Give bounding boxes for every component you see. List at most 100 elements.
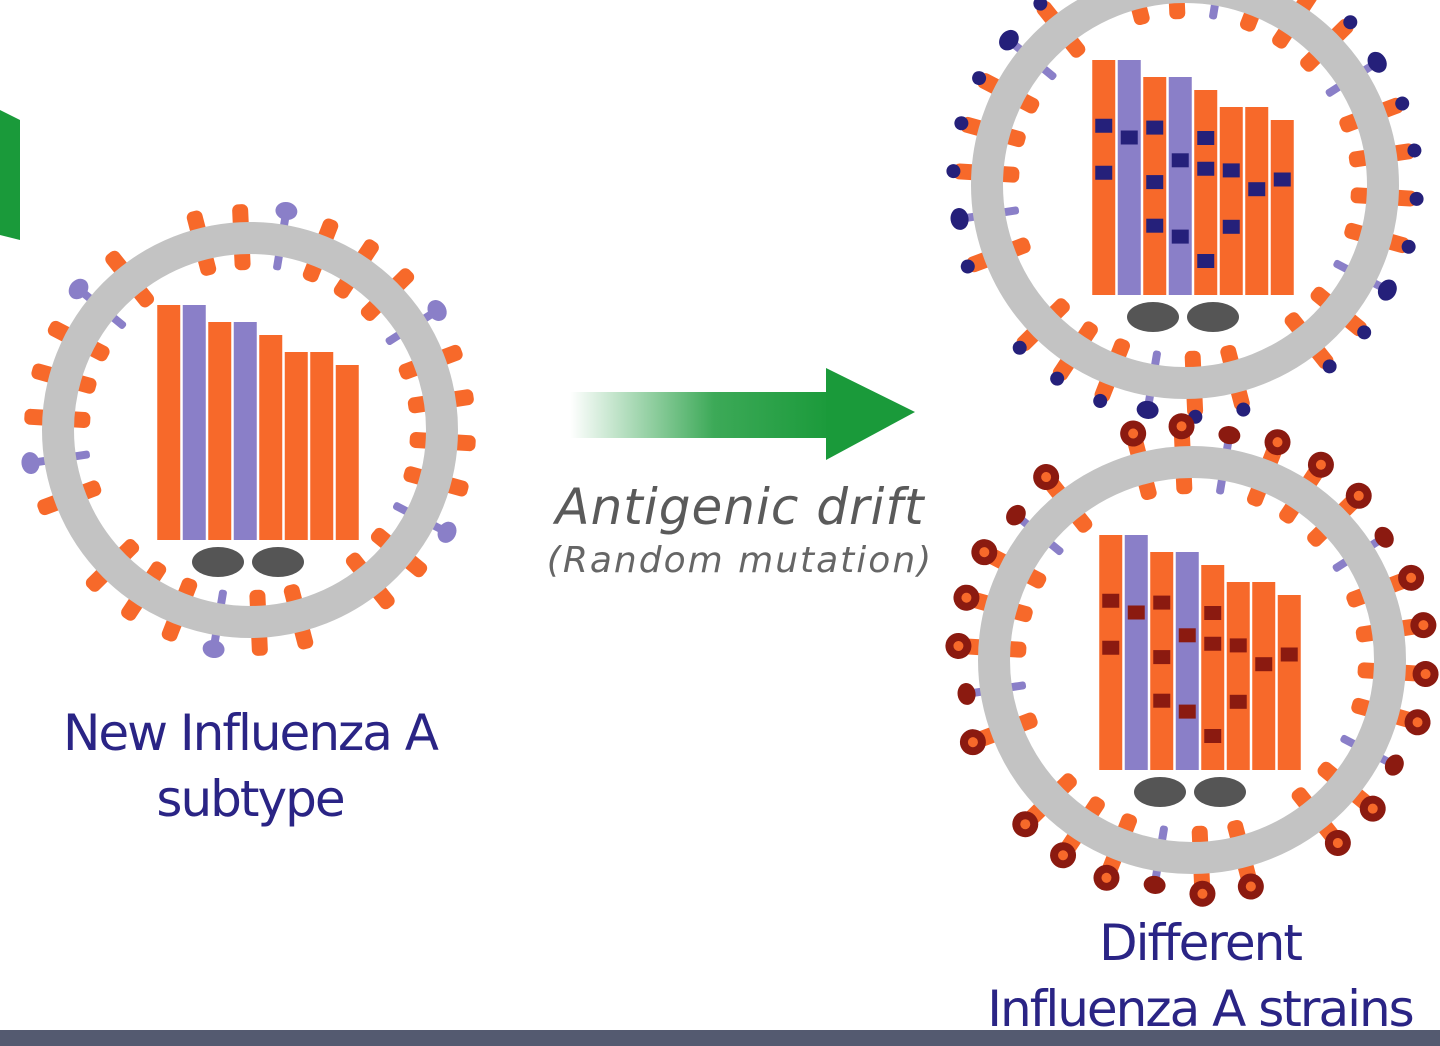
rna-segment — [1219, 107, 1243, 295]
mutated-tip-core — [1041, 472, 1052, 483]
antigenic-drift-subtitle: (Random mutation) — [546, 540, 934, 581]
mutation-mark — [1273, 172, 1291, 187]
mutated-tip — [1033, 0, 1048, 11]
mutated-tip-core — [1418, 620, 1429, 631]
mutation-mark — [1222, 163, 1240, 178]
mutation-mark — [1197, 254, 1215, 268]
mutated-tip — [960, 259, 975, 274]
neuraminidase-head — [957, 682, 976, 705]
rna-segment — [233, 322, 257, 540]
mutated-tip-core — [1058, 850, 1069, 861]
mutated-tip-core — [1020, 819, 1031, 830]
mutation-mark — [1171, 229, 1189, 244]
mutated-tip — [1395, 96, 1410, 111]
neuraminidase-head — [1218, 426, 1241, 445]
neuraminidase-head — [950, 207, 969, 230]
mutated-tip-core — [1197, 888, 1208, 899]
rna-segment — [182, 305, 206, 540]
rna-segment — [1226, 582, 1250, 770]
viral-envelope — [978, 446, 1406, 874]
hemagglutinin-spike — [1240, 0, 1276, 32]
mutation-mark — [1102, 640, 1120, 655]
mutated-tip — [1407, 143, 1422, 158]
mutated-tip — [1236, 402, 1251, 417]
mutated-tip — [1012, 340, 1027, 355]
rna-segment — [1168, 77, 1192, 295]
mutation-mark — [1153, 693, 1171, 708]
incoming-arrow-tip — [0, 110, 20, 240]
mutation-mark — [1204, 636, 1222, 651]
virion-new-subtype — [21, 201, 476, 659]
different-line1: Different — [1099, 914, 1303, 972]
mutated-tip — [972, 71, 987, 86]
hemagglutinin-spike — [1120, 0, 1150, 26]
neuraminidase-head — [202, 639, 225, 659]
mutated-tip-core — [1245, 881, 1256, 892]
mutated-tip — [1322, 359, 1337, 374]
neuraminidase-head — [437, 521, 457, 543]
mutation-mark — [1229, 638, 1247, 653]
viral-envelope — [971, 0, 1399, 399]
spike — [1240, 0, 1276, 32]
mutated-tip-core — [1315, 459, 1326, 470]
mutation-mark — [1222, 219, 1240, 234]
rna-segment — [1124, 535, 1148, 770]
neuraminidase-head — [427, 300, 447, 321]
mutated-tip-core — [961, 592, 972, 603]
mutation-mark — [1197, 131, 1215, 145]
polymerase-complex — [1194, 777, 1246, 807]
rna-segment — [1175, 552, 1199, 770]
mutated-tip-core — [1367, 803, 1378, 814]
mutation-mark — [1171, 153, 1189, 168]
mutation-mark — [1178, 704, 1196, 719]
different-line2: Influenza A strains — [987, 980, 1414, 1038]
virion-strain-red — [945, 413, 1439, 907]
mutated-tip — [1401, 239, 1416, 254]
mutation-mark — [1146, 120, 1164, 135]
neuraminidase-head — [21, 452, 40, 475]
rna-segment — [335, 365, 359, 540]
mutation-mark — [1153, 650, 1171, 665]
neuraminidase-head — [1367, 51, 1387, 73]
mutated-tip-core — [1176, 421, 1187, 432]
mutation-mark — [1146, 218, 1164, 233]
rna-segment — [1270, 120, 1294, 295]
new-subtype-line2: subtype — [156, 770, 345, 828]
mutated-tip — [1409, 191, 1424, 206]
different-strains-caption: Different Influenza A strains — [960, 910, 1440, 1042]
mutation-mark — [1280, 647, 1298, 662]
mutated-tip-core — [953, 640, 964, 651]
mutated-tip — [1357, 325, 1372, 340]
mutated-tip-core — [1353, 490, 1364, 501]
neuraminidase-head — [1374, 526, 1394, 548]
rna-segment — [1245, 107, 1269, 295]
mutation-mark — [1255, 657, 1273, 672]
mutation-mark — [1248, 182, 1266, 197]
rna-segment — [1277, 595, 1301, 770]
neuraminidase-head — [999, 29, 1019, 51]
mutated-tip-core — [967, 737, 978, 748]
mutation-mark — [1146, 175, 1164, 190]
mutation-mark — [1204, 729, 1222, 743]
polymerase-complex — [1127, 302, 1179, 332]
rna-segment — [157, 305, 181, 540]
neuraminidase-head — [1136, 400, 1159, 419]
mutated-tip-core — [1406, 572, 1417, 583]
spike — [1120, 0, 1150, 26]
neuraminidase-head — [1006, 504, 1026, 526]
virion-strain-blue — [946, 0, 1424, 424]
rna-segment — [208, 322, 232, 540]
mutated-tip — [1343, 15, 1358, 30]
mutation-mark — [1197, 161, 1215, 176]
mutation-mark — [1102, 593, 1120, 608]
mutated-tip — [1093, 393, 1108, 408]
mutation-mark — [1095, 118, 1113, 133]
mutated-tip-core — [1332, 837, 1343, 848]
antigenic-drift-title: Antigenic drift — [555, 478, 925, 536]
polymerase-complex — [192, 547, 244, 577]
neuraminidase-head — [68, 278, 89, 300]
mutation-mark — [1229, 694, 1247, 709]
mutated-tip — [954, 116, 969, 131]
drift-arrow — [570, 368, 915, 460]
